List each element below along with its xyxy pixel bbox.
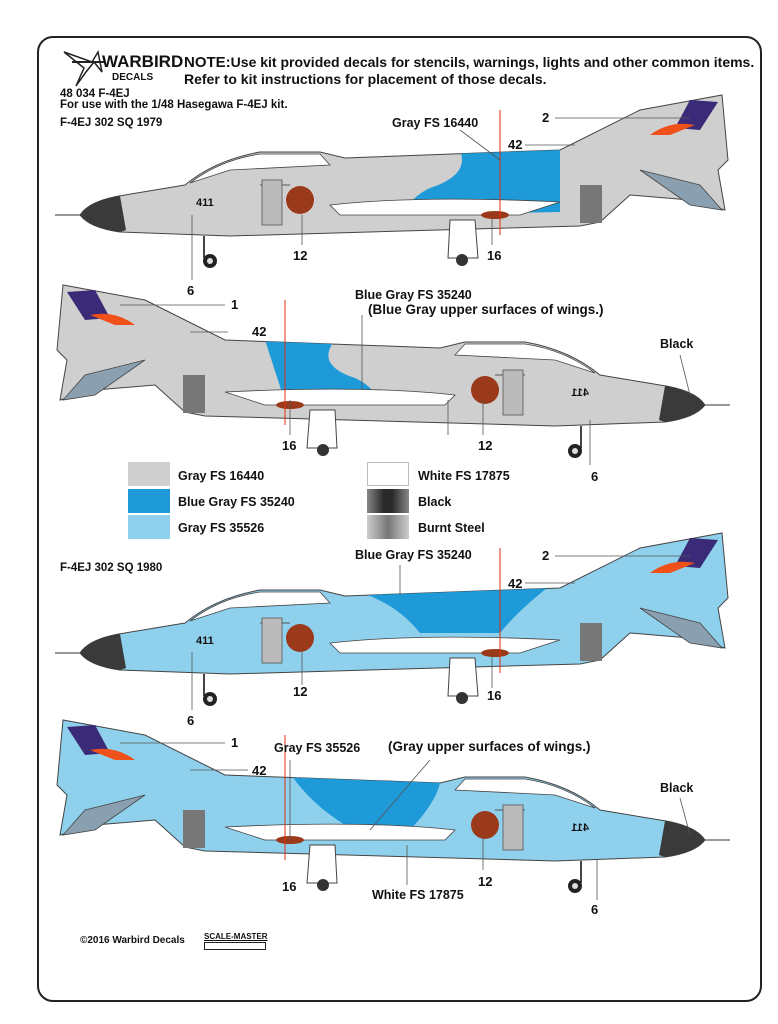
legend-label: Burnt Steel [418,521,485,535]
decal-6: 6 [187,283,195,298]
decal-16-b: 16 [282,438,297,453]
decal-16-d: 16 [282,879,297,894]
decal-2-c: 2 [542,548,550,563]
swatch-black [367,489,409,513]
callout-black-nose: Black [660,337,694,351]
legend-label: White FS 17875 [418,469,510,483]
decal-12-b: 12 [478,438,493,453]
swatch-blue-gray-35240 [128,489,170,513]
decal-1: 1 [231,297,239,312]
warbird-logo: WARBIRD DECALS [62,48,183,93]
aircraft-1979-left [54,94,729,269]
scale-master-logo: SCALE-MASTER [204,932,268,950]
legend-label: Black [418,495,452,509]
swatch-burnt-steel [367,515,409,539]
note-line1: Use kit provided decals for stencils, wa… [230,54,755,70]
legend-label: Gray FS 16440 [178,469,265,483]
callout-gray-16440: Gray FS 16440 [392,116,479,130]
decal-12-d: 12 [478,874,493,889]
warbird-plane-icon [63,49,104,87]
swatch-white-17875 [367,462,409,486]
aircraft-1980-right [56,719,731,894]
note-line2: Refer to kit instructions for placement … [184,71,547,87]
legend-label: Gray FS 35526 [178,521,265,535]
logo-sub: DECALS [112,72,154,83]
copyright: ©2016 Warbird Decals [80,935,185,946]
decal-42-b: 42 [252,324,267,339]
scheme2-title: F-4EJ 302 SQ 1980 [60,562,163,574]
callout-gray-35526: Gray FS 35526 [274,741,361,755]
callout-blue-gray-35240: Blue Gray FS 35240 [355,288,472,302]
callout-upper-wings: (Blue Gray upper surfaces of wings.) [368,302,604,317]
decal-42: 42 [508,137,523,152]
decal-42-d: 42 [252,763,267,778]
decal-6-b: 6 [591,469,599,484]
decal-42-c: 42 [508,576,523,591]
aircraft-1979-right [56,284,731,459]
decal-12-c: 12 [293,684,308,699]
scheme1-title: F-4EJ 302 SQ 1979 [60,117,163,129]
sheet-border [37,36,762,1002]
note-label: NOTE: [184,54,231,71]
swatch-gray-35526 [128,515,170,539]
swatch-gray-16440 [128,462,170,486]
kit-usage: For use with the 1/48 Hasegawa F-4EJ kit… [60,99,288,111]
scale-master-text: SCALE-MASTER [204,932,268,941]
decal-12: 12 [293,248,308,263]
decal-16: 16 [487,248,502,263]
decal-2: 2 [542,110,550,125]
decal-6-c: 6 [187,713,195,728]
decal-6-d: 6 [591,902,599,917]
leader-lines [120,117,691,900]
callout-white-17875: White FS 17875 [372,888,464,902]
callout-black-nose-d: Black [660,781,694,795]
logo-brand: WARBIRD [102,52,184,71]
callout-blue-gray-35240-b: Blue Gray FS 35240 [355,548,472,562]
decal-16-c: 16 [487,688,502,703]
decal-1-d: 1 [231,735,239,750]
kit-number: 48 034 F-4EJ [60,88,130,100]
legend-label: Blue Gray FS 35240 [178,495,295,509]
callout-gray-upper-wings: (Gray upper surfaces of wings.) [388,739,591,754]
